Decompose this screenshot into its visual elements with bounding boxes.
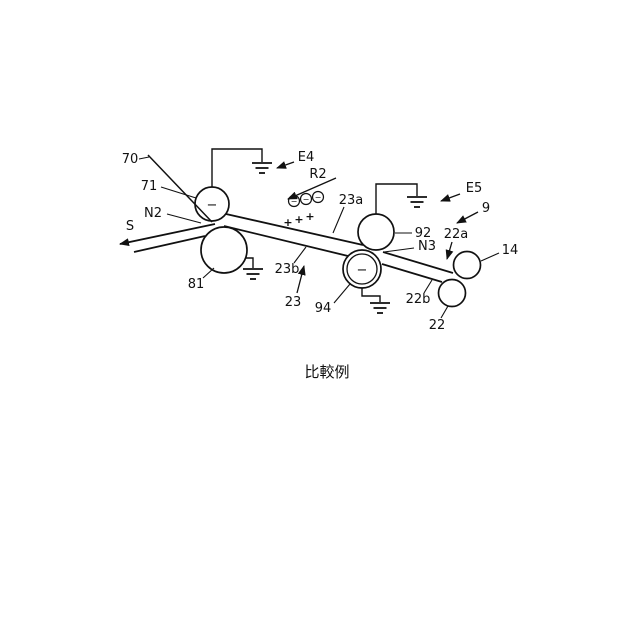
label-r2: R2 xyxy=(309,167,326,182)
toner-circle-3 xyxy=(311,190,325,204)
label-81: 81 xyxy=(188,277,205,292)
guide-22a-line xyxy=(382,251,454,274)
guide-23a-line xyxy=(225,213,364,246)
toner-minus-1: − xyxy=(291,197,298,206)
roller-71-charge-minus: − xyxy=(207,198,218,213)
labels: 70 71 N2 S 81 E4 R2 23a 23 23b 92 N3 22a… xyxy=(122,150,519,381)
arrow-r2 xyxy=(287,177,337,200)
figure-caption: 比較例 xyxy=(304,363,349,381)
roller-14-circle xyxy=(452,250,482,280)
label-n3: N3 xyxy=(418,239,436,254)
pointer-14 xyxy=(480,252,500,262)
sheet-path xyxy=(119,213,454,283)
guide-22b-line xyxy=(381,263,443,283)
label-n2: N2 xyxy=(144,206,162,221)
label-22b: 22b xyxy=(406,292,431,307)
pointer-70 xyxy=(138,156,150,160)
guide-23b-line xyxy=(223,225,349,257)
label-e5: E5 xyxy=(466,181,483,196)
pointer-22 xyxy=(440,305,449,319)
arrow-9 xyxy=(456,211,479,224)
arrow-23 xyxy=(296,265,306,294)
pointer-71 xyxy=(160,186,197,199)
toner-particles: − − − xyxy=(287,190,325,208)
sheet-s-line-arrow xyxy=(119,223,216,247)
ground-94 xyxy=(361,288,390,314)
label-23: 23 xyxy=(285,295,302,310)
roller-22-circle xyxy=(437,278,467,308)
wire-94-ground xyxy=(361,288,381,302)
arrow-e4 xyxy=(276,161,295,169)
exit-roller-assembly xyxy=(437,250,482,308)
wire-e4 xyxy=(211,148,263,187)
pointer-94 xyxy=(333,283,351,304)
positive-charges: + + + xyxy=(283,210,314,229)
plus-sign-3: + xyxy=(305,210,314,223)
pointer-lines xyxy=(138,156,500,319)
guide-70-line xyxy=(147,154,213,223)
ground-81 xyxy=(243,257,263,280)
ground-e4 xyxy=(211,148,272,187)
wire-e5 xyxy=(375,183,418,214)
pointer-n2 xyxy=(166,213,202,224)
label-s: S xyxy=(126,219,134,234)
label-92: 92 xyxy=(415,226,432,241)
right-roller-assembly: − xyxy=(342,213,395,289)
plus-sign-2: + xyxy=(294,213,303,226)
plus-sign-1: + xyxy=(283,216,292,229)
roller-81-circle xyxy=(200,226,248,274)
label-70: 70 xyxy=(122,152,139,167)
wire-81-ground xyxy=(245,257,254,268)
pointer-23b xyxy=(293,246,307,264)
arrow-e5 xyxy=(440,193,461,202)
ground-e5 xyxy=(375,183,427,214)
label-14: 14 xyxy=(502,243,519,258)
pointer-23a xyxy=(332,206,345,234)
sheet-lower-entry-line xyxy=(133,235,206,253)
arrow-22a xyxy=(445,241,454,260)
label-9: 9 xyxy=(482,201,490,216)
label-22: 22 xyxy=(429,318,446,333)
label-94: 94 xyxy=(315,301,332,316)
arrow-lines xyxy=(276,161,479,294)
roller-94-charge-minus: − xyxy=(357,263,368,278)
roller-92-circle xyxy=(357,213,395,251)
pointer-22b xyxy=(423,279,433,294)
toner-minus-3: − xyxy=(315,193,322,202)
pointer-81 xyxy=(202,267,215,279)
label-22a: 22a xyxy=(444,227,469,242)
label-71: 71 xyxy=(141,179,158,194)
label-23a: 23a xyxy=(339,193,364,208)
pointer-n3 xyxy=(383,247,415,253)
label-23b: 23b xyxy=(275,262,300,277)
roller-94-inner-circle xyxy=(346,253,378,285)
toner-minus-2: − xyxy=(303,195,310,204)
label-e4: E4 xyxy=(298,150,315,165)
toner-circle-2 xyxy=(299,192,313,206)
